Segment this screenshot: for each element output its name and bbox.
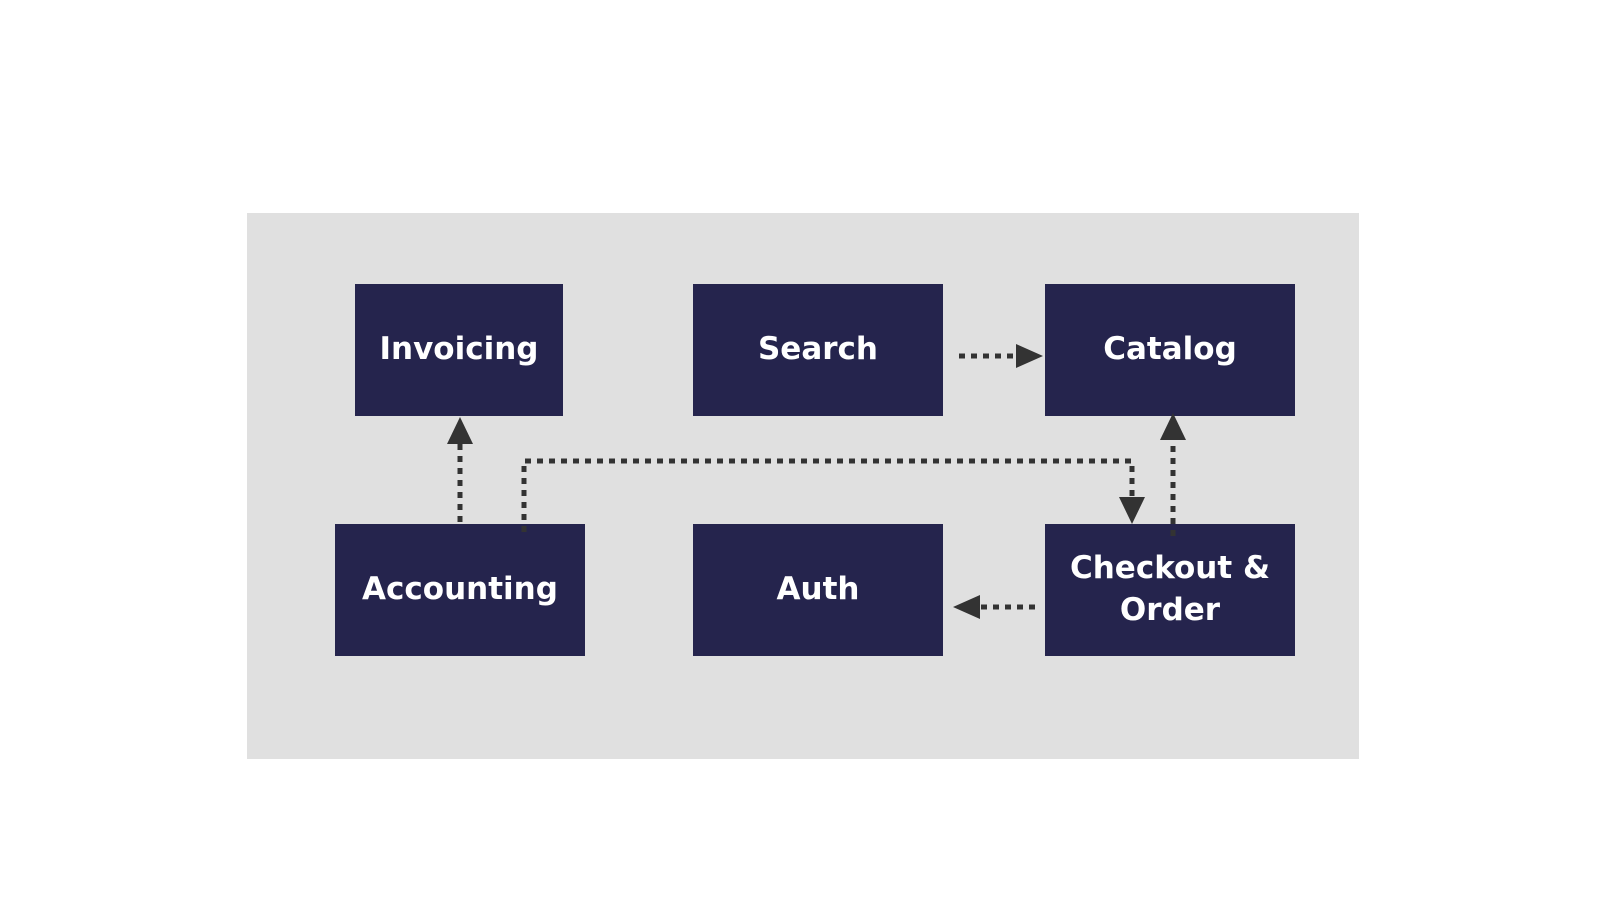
node-auth: Auth	[693, 524, 943, 656]
node-auth-label: Auth	[776, 571, 860, 608]
node-accounting: Accounting	[335, 524, 585, 656]
node-accounting-label: Accounting	[362, 571, 558, 608]
node-invoicing: Invoicing	[355, 284, 563, 416]
node-checkout-order: Checkout & Order	[1045, 524, 1295, 656]
node-catalog-label: Catalog	[1103, 331, 1237, 368]
node-invoicing-label: Invoicing	[379, 331, 539, 368]
node-checkout-order-label: Checkout & Order	[1069, 550, 1271, 628]
node-search-label: Search	[757, 331, 878, 368]
node-catalog: Catalog	[1045, 284, 1295, 416]
node-search: Search	[693, 284, 943, 416]
